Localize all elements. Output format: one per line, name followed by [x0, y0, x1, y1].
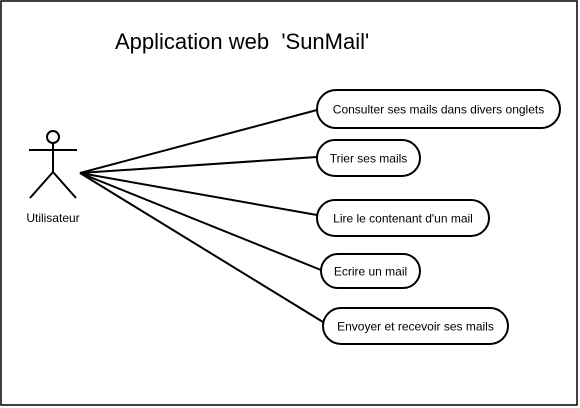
use-case-label: Trier ses mails	[330, 152, 408, 166]
use-case-label: Envoyer et recevoir ses mails	[337, 320, 494, 334]
actor-right-leg	[52, 171, 77, 199]
actor-label: Utilisateur	[26, 211, 79, 225]
association-line	[79, 172, 324, 323]
use-case-shape	[320, 253, 421, 289]
use-case: Ecrire un mail	[320, 253, 421, 289]
actor-utilisateur: Utilisateur	[26, 130, 80, 225]
use-case-shape	[322, 307, 509, 345]
use-case: Consulter ses mails dans divers onglets	[316, 89, 561, 129]
associations	[79, 109, 324, 323]
use-case-shape	[316, 139, 421, 177]
use-case-label: Ecrire un mail	[334, 265, 407, 279]
use-case-shape	[316, 199, 490, 237]
diagram-title: Application web 'SunMail'	[115, 29, 369, 54]
association-line	[79, 109, 318, 174]
use-case: Envoyer et recevoir ses mails	[322, 307, 509, 345]
use-case: Trier ses mails	[316, 139, 421, 177]
use-case-label: Lire le contenant d'un mail	[333, 212, 473, 226]
use-case: Lire le contenant d'un mail	[316, 199, 490, 237]
actor-left-leg	[29, 171, 54, 199]
association-line	[79, 172, 318, 216]
association-line	[79, 172, 322, 271]
use-case-label: Consulter ses mails dans divers onglets	[333, 103, 544, 117]
use-case-shape	[316, 89, 561, 129]
association-line	[79, 156, 318, 174]
